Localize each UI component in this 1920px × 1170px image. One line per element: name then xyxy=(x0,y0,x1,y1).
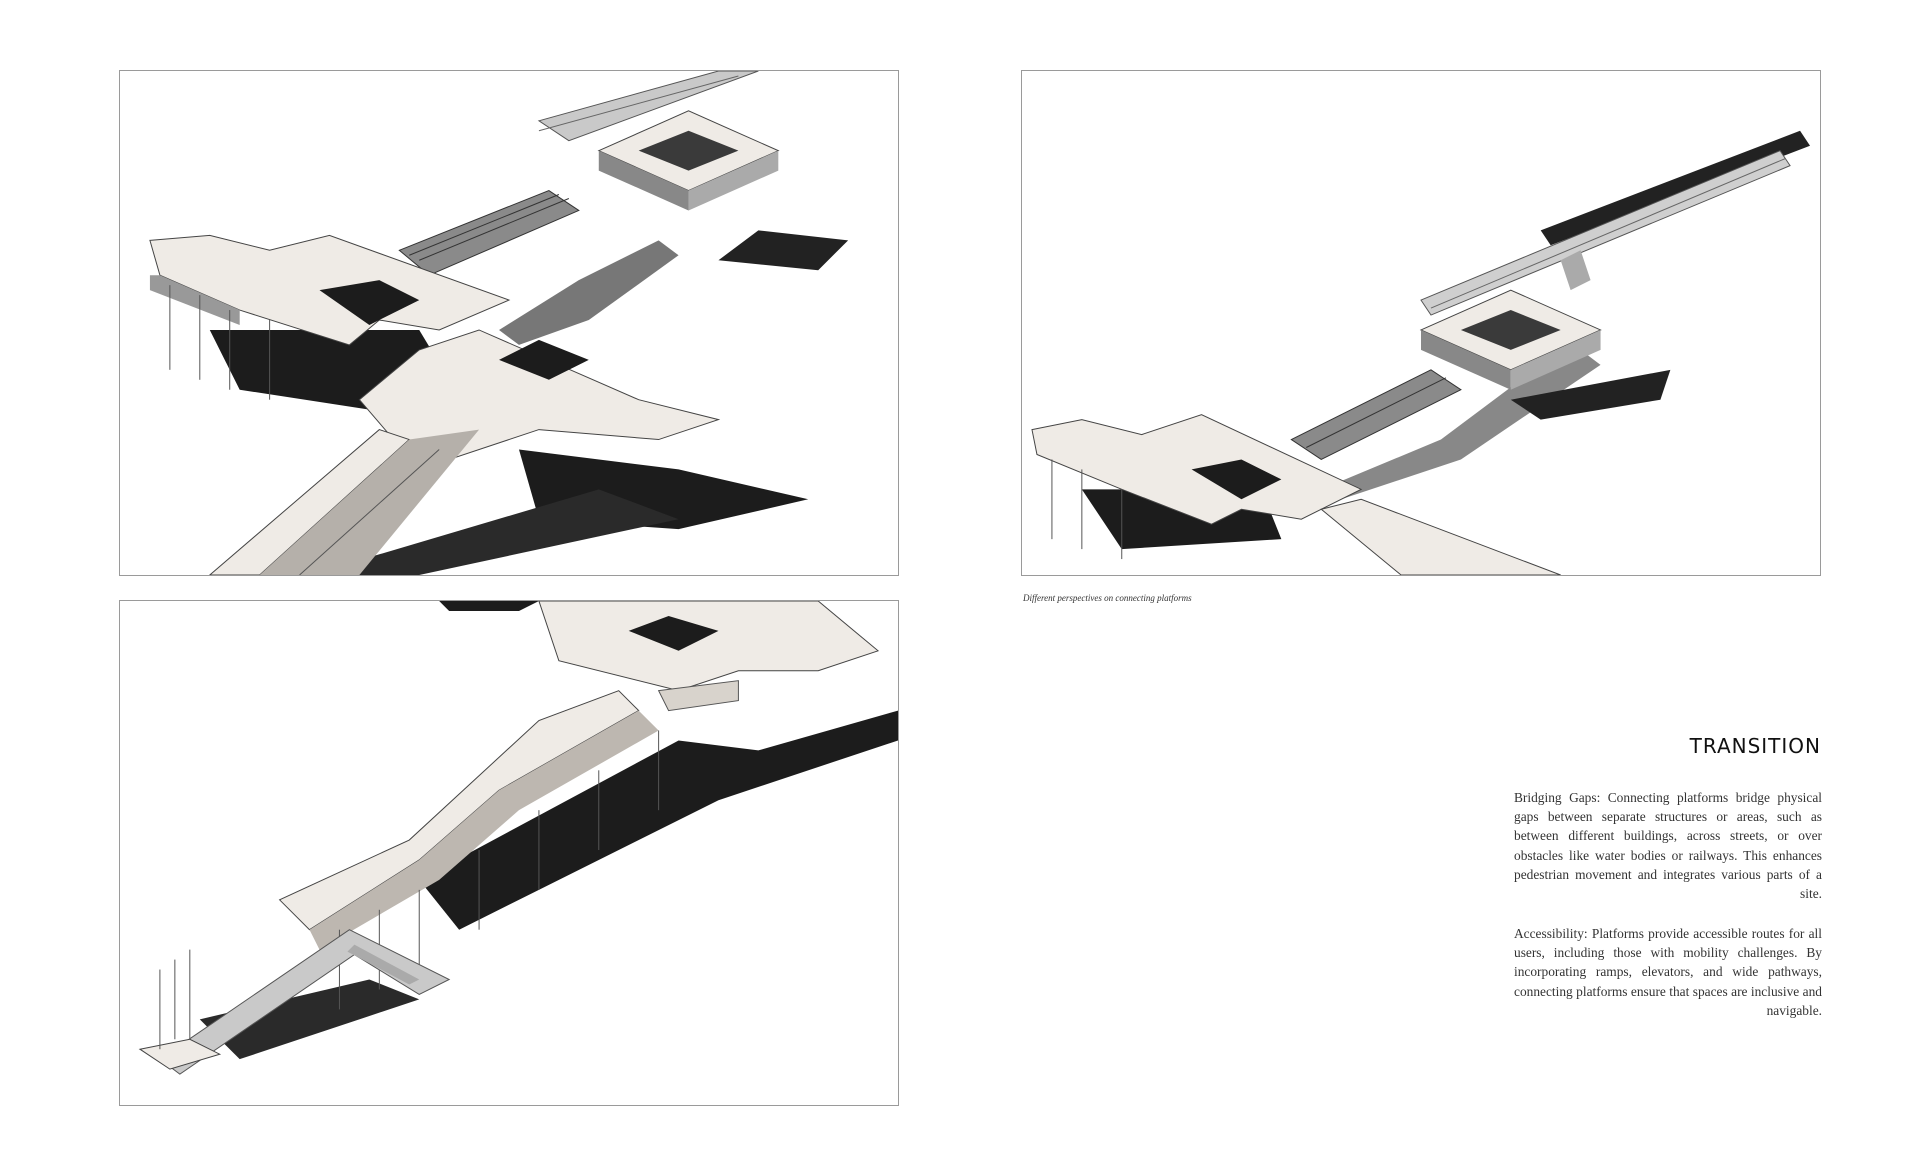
platform-render-2 xyxy=(1031,130,1811,575)
platform-render-1 xyxy=(149,71,849,575)
figure-caption: Different perspectives on connecting pla… xyxy=(1023,593,1192,603)
figure-perspective-3 xyxy=(119,600,899,1106)
section-heading: TRANSITION xyxy=(1689,734,1821,758)
paragraph-accessibility: Accessibility: Platforms provide accessi… xyxy=(1514,926,1822,1018)
platform-render-3 xyxy=(138,601,898,1075)
paragraph-bridging-gaps: Bridging Gaps: Connecting platforms brid… xyxy=(1514,790,1822,902)
figure-perspective-2 xyxy=(1021,70,1821,576)
figure-perspective-1 xyxy=(119,70,899,576)
